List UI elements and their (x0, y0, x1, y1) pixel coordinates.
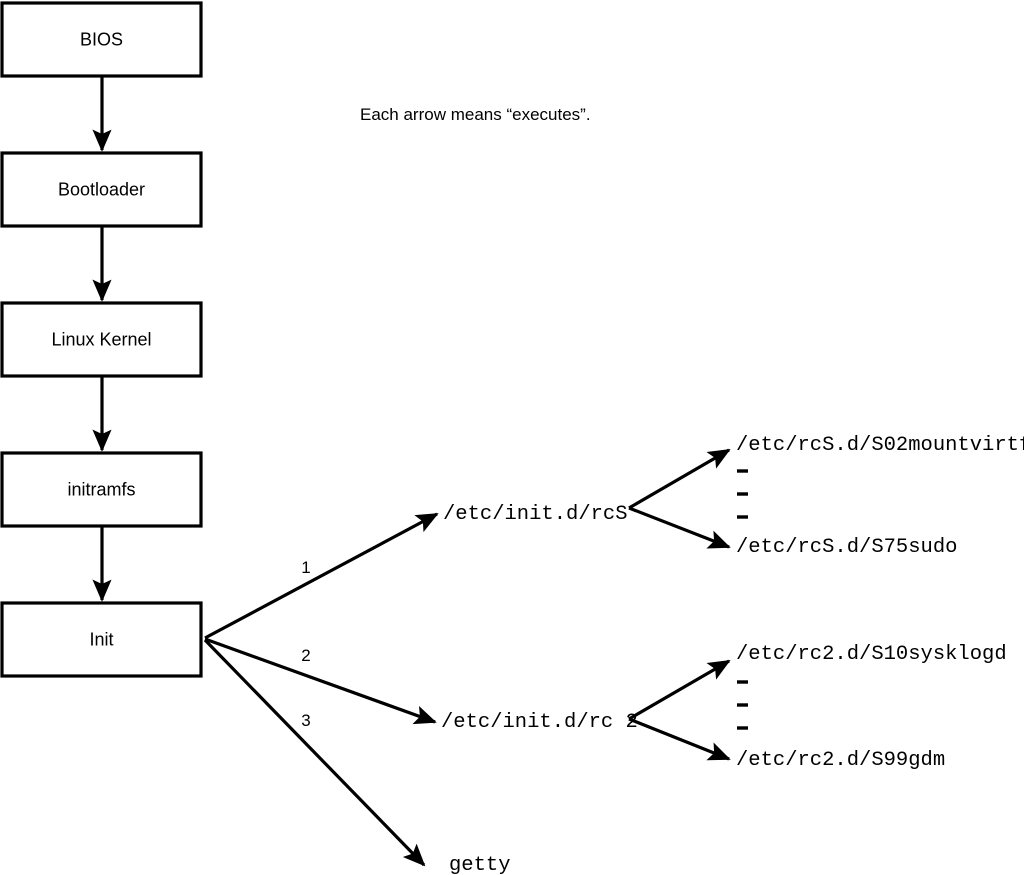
label-getty-label: getty (449, 854, 511, 875)
branch-number-3: 3 (301, 711, 310, 730)
rc2-label-first: /etc/rc2.d/S10sysklogd (736, 643, 1007, 666)
rcs-label-last: /etc/rcS.d/S75sudo (736, 536, 957, 559)
box-label-bootloader: Bootloader (58, 179, 145, 199)
label-rc2-label: /etc/init.d/rc 2 (441, 711, 638, 734)
box-label-kernel: Linux Kernel (51, 329, 151, 349)
branch-number-labels-group: 1 2 3 (301, 558, 310, 730)
box-label-bios: BIOS (80, 29, 123, 49)
legend-note: Each arrow means “executes”. (360, 105, 591, 124)
arrow-branch-3 (203, 638, 426, 867)
rcs-label-first: /etc/rcS.d/S02mountvirtfs (736, 434, 1024, 457)
rcs-fanout-group: /etc/rcS.d/S02mountvirtfs/etc/rcS.d/S75s… (628, 434, 1024, 559)
stage-box-init[interactable]: Init (0, 601, 203, 678)
init-branch-arrows-group (203, 512, 439, 867)
stage-box-kernel[interactable]: Linux Kernel (0, 301, 203, 378)
branch-number-1: 1 (301, 558, 310, 577)
rcs-arrow-first (628, 448, 731, 510)
box-outline-kernel (0, 301, 203, 378)
rc2-arrow-first (628, 659, 731, 721)
stage-box-bios[interactable]: BIOS (0, 1, 203, 78)
box-outline-initramfs (0, 451, 203, 528)
box-label-init: Init (89, 629, 113, 649)
box-outline-init (0, 601, 203, 678)
arrow-branch-1 (204, 512, 439, 640)
stage-box-bootloader[interactable]: Bootloader (0, 151, 203, 228)
box-outline-bios (0, 1, 203, 78)
mid-script-labels-group: /etc/init.d/rcS/etc/init.d/rc 2 getty (441, 503, 638, 875)
branch-number-2: 2 (301, 646, 310, 665)
rc2-fanout-group: /etc/rc2.d/S10sysklogd/etc/rc2.d/S99gdm (628, 643, 1007, 772)
arrow-branch-2 (204, 637, 437, 725)
label-rcs-label: /etc/init.d/rcS (443, 503, 628, 526)
stage-box-initramfs[interactable]: initramfs (0, 451, 203, 528)
rc2-label-last: /etc/rc2.d/S99gdm (736, 749, 945, 772)
rcs-arrow-last (628, 506, 731, 549)
box-label-initramfs: initramfs (67, 479, 135, 499)
rc2-arrow-last (628, 717, 731, 761)
